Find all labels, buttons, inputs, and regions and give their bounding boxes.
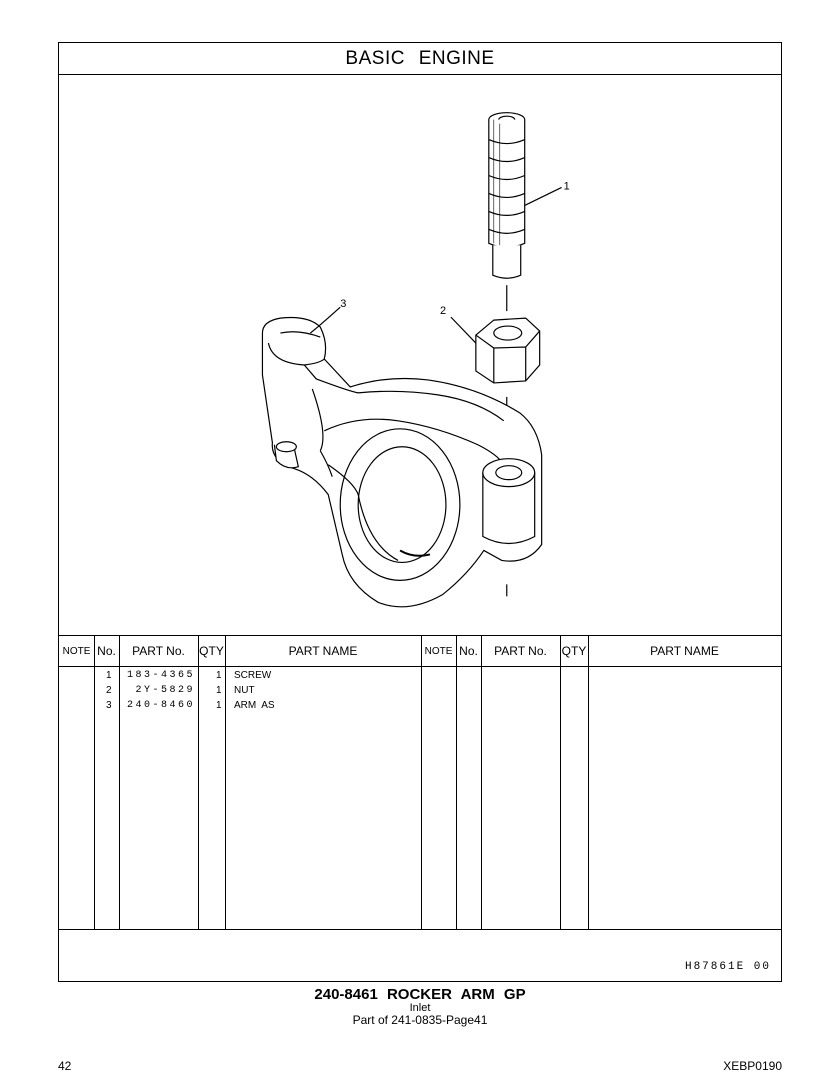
rocker-arm-illustration	[261, 316, 543, 608]
group-title: 240-8461 ROCKER ARM GP	[314, 986, 526, 1003]
drawing-code: H87861E 00	[684, 961, 771, 973]
row-part-number: 2Y-5829	[127, 685, 196, 696]
callout-2: 2	[440, 305, 446, 317]
header-part-name-right: PART NAME	[588, 636, 781, 667]
header-part-name-left: PART NAME	[225, 636, 421, 667]
drawing-code-box: H87861E 00	[59, 929, 781, 981]
document-number: XEBP0190	[723, 1059, 782, 1073]
header-part-no-right: PART No.	[481, 636, 560, 667]
header-qty-right: QTY	[560, 636, 588, 667]
callout-3: 3	[340, 298, 346, 310]
row-part-name: SCREW	[234, 670, 272, 681]
parts-table: NOTE No. PART No. QTY PART NAME NOTE No.…	[59, 635, 781, 929]
column-divider	[198, 636, 199, 929]
row-quantity: 1	[216, 700, 222, 711]
header-no-right: No.	[456, 636, 481, 667]
header-no-left: No.	[94, 636, 119, 667]
row-part-name: ARM AS	[234, 700, 275, 711]
column-divider	[94, 636, 95, 929]
column-divider	[119, 636, 120, 929]
header-part-no-left: PART No.	[119, 636, 198, 667]
column-divider	[560, 636, 561, 929]
header-qty-left: QTY	[198, 636, 225, 667]
row-part-number: 183-4365	[127, 670, 196, 681]
callout-1: 1	[564, 180, 570, 192]
row-part-name: NUT	[234, 685, 255, 696]
page-number: 42	[58, 1059, 72, 1073]
column-divider	[421, 636, 422, 929]
column-divider	[225, 636, 226, 929]
column-divider	[456, 636, 457, 929]
column-divider	[588, 636, 589, 929]
row-part-number: 240-8460	[127, 700, 196, 711]
leader-line-1	[524, 186, 562, 206]
header-note-left: NOTE	[59, 636, 94, 667]
row-item-number: 2	[106, 685, 112, 696]
row-item-number: 1	[106, 670, 112, 681]
row-item-number: 3	[106, 700, 112, 711]
exploded-view-drawing: 1 2 3	[59, 75, 781, 635]
leader-line-3	[309, 306, 341, 334]
page-title: BASIC ENGINE	[59, 43, 781, 75]
column-divider	[481, 636, 482, 929]
group-subtitle: Inlet	[409, 1002, 431, 1014]
row-quantity: 1	[216, 670, 222, 681]
parent-reference: Part of 241-0835-Page41	[352, 1013, 488, 1027]
parts-page-frame: BASIC ENGINE	[58, 42, 782, 982]
header-note-right: NOTE	[421, 636, 456, 667]
screw-illustration	[488, 112, 526, 312]
row-quantity: 1	[216, 685, 222, 696]
leader-line-2	[450, 316, 477, 344]
